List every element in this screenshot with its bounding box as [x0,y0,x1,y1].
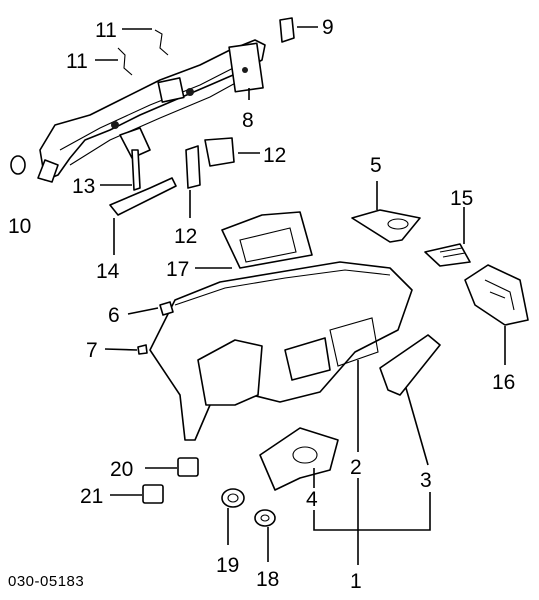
cross-car-beam [37,39,266,183]
glove-box-3 [379,334,441,396]
callout-12-lower: 12 [174,225,197,248]
callout-13: 13 [72,175,95,198]
panel-5 [351,209,421,243]
vent-15 [424,243,471,267]
bracket-12-right [204,137,235,167]
callout-9: 9 [322,16,334,39]
callout-2: 2 [350,456,362,479]
lighter-18 [254,509,276,527]
clip-7 [137,344,148,355]
callout-20: 20 [110,458,133,481]
callout-1: 1 [350,570,362,593]
callout-7: 7 [86,339,98,362]
callout-5: 5 [370,154,382,177]
callout-4: 4 [306,488,318,511]
callout-11-second: 11 [66,50,88,73]
callout-15: 15 [450,187,473,210]
callout-19: 19 [216,554,239,577]
wire-11-upper [154,29,169,56]
callout-10: 10 [8,215,31,238]
figure-code: 030-05183 [8,573,84,590]
lower-cover-4 [259,427,339,491]
callout-12-right: 12 [263,144,286,167]
callout-18: 18 [256,568,279,591]
callout-17: 17 [166,258,189,281]
callout-21: 21 [80,485,103,508]
callout-3: 3 [420,469,432,492]
bracket-9 [279,17,295,43]
callout-14: 14 [96,260,120,283]
clip-10 [10,155,26,175]
callout-8: 8 [242,109,254,132]
leader-lines [95,26,506,565]
callout-6: 6 [108,304,120,327]
clip-6 [159,301,174,316]
switch-21 [142,484,164,504]
brace-13 [131,149,141,191]
bracket-14 [109,177,177,216]
bracket-12-lower [185,145,201,189]
socket-19 [221,488,245,508]
callout-11-top: 11 [95,19,117,42]
wire-11-lower [117,47,133,76]
switch-20 [177,457,199,477]
callout-16: 16 [492,371,515,394]
meter-hood-17 [221,211,313,269]
instrument-panel-2 [149,261,413,441]
